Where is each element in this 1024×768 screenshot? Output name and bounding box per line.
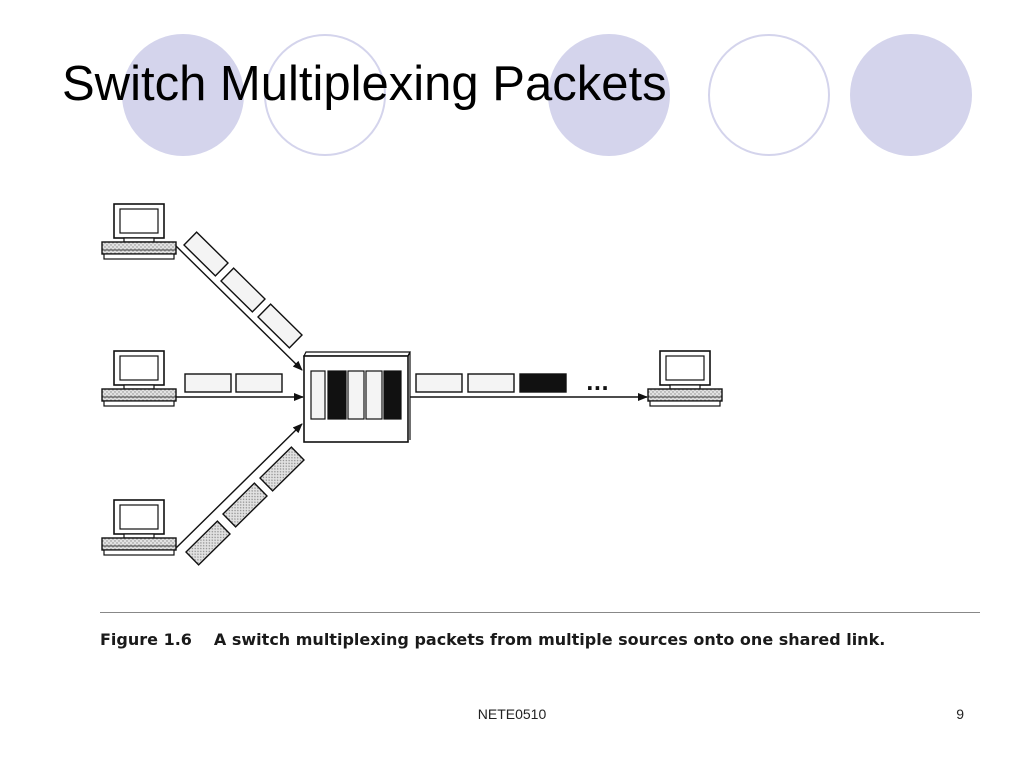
packet <box>185 520 231 566</box>
decor-circle-5 <box>850 34 972 156</box>
caption-rule <box>100 612 980 613</box>
switch <box>303 351 411 443</box>
decor-circle-3 <box>548 34 670 156</box>
source-computer-bottom <box>101 499 177 556</box>
queue-slot <box>310 370 326 420</box>
packets-top-link <box>183 231 303 349</box>
footer-page-number: 9 <box>956 706 964 722</box>
ellipsis-more-packets: ... <box>586 371 609 395</box>
queue-slot <box>365 370 383 420</box>
queue-slot <box>327 370 347 420</box>
queue-slot <box>347 370 365 420</box>
packet <box>235 373 283 393</box>
link-top-source <box>175 245 303 371</box>
packets-middle-link <box>184 373 283 393</box>
figure-label: Figure 1.6 <box>100 630 192 649</box>
packet <box>184 373 232 393</box>
packet <box>222 482 268 528</box>
destination-computer <box>647 350 723 407</box>
packet <box>257 303 303 349</box>
source-computer-top <box>101 203 177 260</box>
packets-bottom-link <box>185 446 305 566</box>
packet <box>415 373 463 393</box>
packet <box>220 267 266 313</box>
link-bottom-source <box>175 423 303 549</box>
decor-circle-1 <box>122 34 244 156</box>
footer-course-code: NETE0510 <box>477 706 547 722</box>
packet <box>183 231 229 277</box>
packet <box>519 373 567 393</box>
packets-shared-link <box>415 373 567 393</box>
figure-caption: Figure 1.6 A switch multiplexing packets … <box>100 630 885 649</box>
queue-slot <box>383 370 402 420</box>
decor-circle-2 <box>264 34 386 156</box>
decor-circle-4 <box>708 34 830 156</box>
slide-title: Switch Multiplexing Packets <box>62 57 667 111</box>
source-computer-middle <box>101 350 177 407</box>
figure-caption-text: A switch multiplexing packets from multi… <box>213 630 886 649</box>
packet <box>259 446 305 492</box>
packet <box>467 373 515 393</box>
